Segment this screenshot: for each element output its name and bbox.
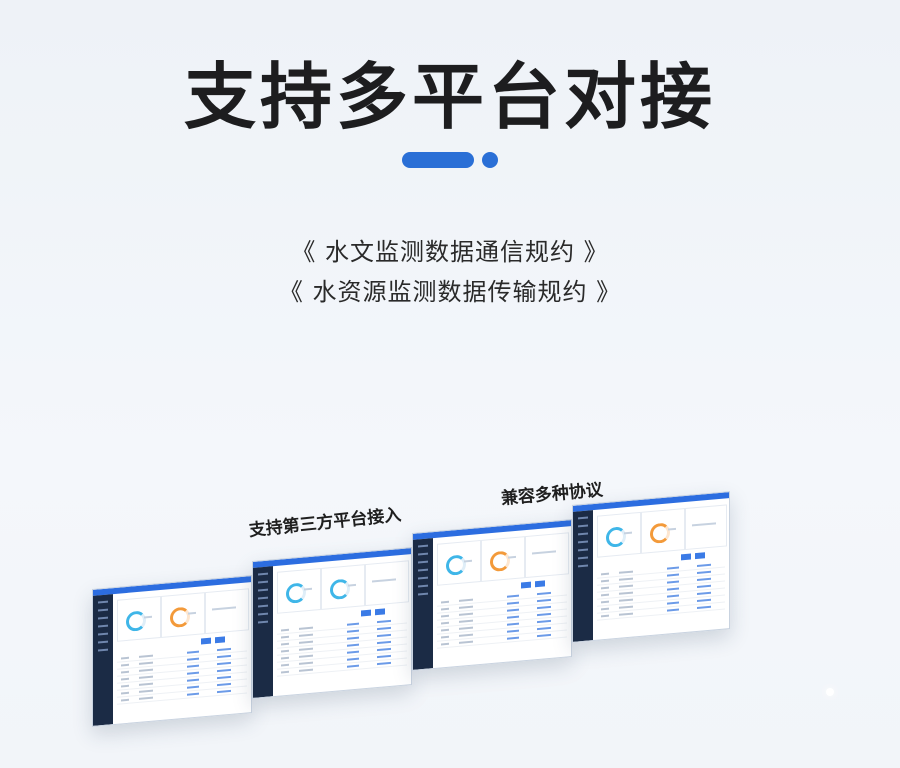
page-title: 支持多平台对接 xyxy=(183,55,716,139)
stat-card xyxy=(597,511,641,558)
screen-table xyxy=(117,644,247,705)
third-party-label: 支持第三方平台接入 xyxy=(247,505,403,541)
screen-main xyxy=(277,560,409,691)
dashboard-screenshot-4 xyxy=(572,491,730,643)
screen-table xyxy=(277,616,407,677)
screen-table xyxy=(597,560,725,621)
screen-main xyxy=(437,532,569,663)
stat-card xyxy=(277,567,321,614)
screen-button xyxy=(201,637,211,645)
protocol-subtitle-2: 《 水资源监测数据传输规约 》 xyxy=(278,278,622,306)
screen-main xyxy=(597,504,727,636)
screen-button xyxy=(215,636,225,644)
protocol-subtitle-1: 《 水文监测数据通信规约 》 xyxy=(291,238,609,266)
screen-sidebar xyxy=(573,510,593,642)
stat-card xyxy=(641,508,685,554)
dashboard-screenshot-1 xyxy=(92,575,252,727)
stat-card xyxy=(321,564,365,610)
stat-card xyxy=(481,536,525,582)
decor-bar xyxy=(402,152,474,168)
dashboard-screenshot-3 xyxy=(412,519,572,671)
stat-card xyxy=(161,592,205,638)
stat-card xyxy=(117,595,161,642)
dashboard-screenshot-2 xyxy=(252,547,412,699)
stat-card xyxy=(437,539,481,586)
screen-button xyxy=(521,581,531,589)
screen-sidebar xyxy=(413,538,433,670)
screen-main xyxy=(117,588,249,719)
screen-button xyxy=(361,609,371,617)
stat-card xyxy=(205,588,249,635)
light-spark xyxy=(826,688,834,696)
stat-card xyxy=(365,560,409,607)
stat-card xyxy=(685,504,727,551)
stat-card xyxy=(525,532,569,579)
screen-button xyxy=(681,553,691,561)
screen-button xyxy=(535,580,545,588)
screen-button xyxy=(695,552,705,560)
decor-dot xyxy=(482,152,498,168)
screen-button xyxy=(375,608,385,616)
screen-sidebar xyxy=(93,594,113,726)
screen-table xyxy=(437,588,567,649)
screen-sidebar xyxy=(253,566,273,698)
